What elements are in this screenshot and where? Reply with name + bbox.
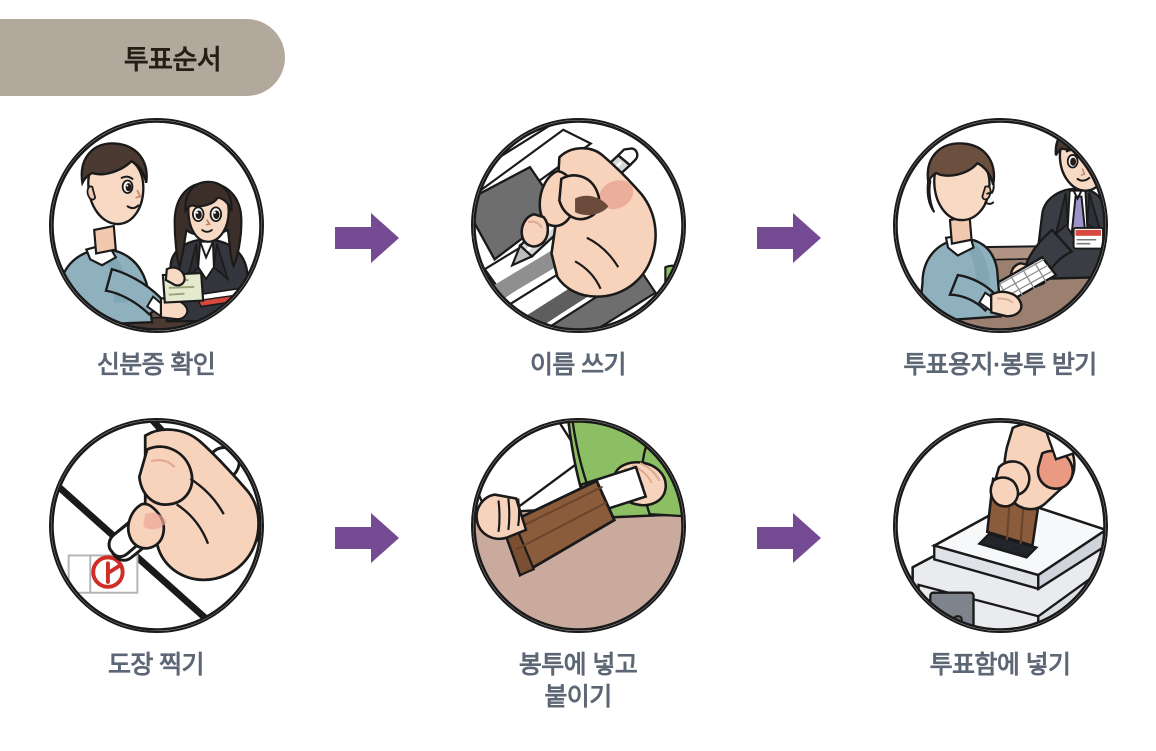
right-arrow-icon (757, 213, 821, 263)
id-check-illustration (48, 118, 264, 333)
arrow-step2-to-step3 (734, 118, 844, 264)
step-4-stamp-ballot: 도장 찍기 (0, 418, 312, 681)
steps-row-top: 신분증 확인 (0, 118, 1156, 418)
step-2-sign-name: 이름 쓰기 (422, 118, 734, 381)
ballot-box-illustration (892, 418, 1108, 633)
step-1-caption: 신분증 확인 (96, 351, 216, 379)
step-5-caption: 봉투에 넣고 붙이기 (518, 651, 638, 711)
step-5-seal-envelope: 봉투에 넣고 붙이기 (422, 418, 734, 713)
step-1-id-check: 신분증 확인 (0, 118, 312, 381)
arrow-step5-to-step6 (734, 418, 844, 564)
page-title: 투표순서 (123, 45, 222, 75)
sign-name-illustration (470, 118, 686, 333)
arrow-step4-to-step5 (312, 418, 422, 564)
step-4-caption: 도장 찍기 (108, 651, 205, 679)
steps-row-bottom: 도장 찍기 (0, 418, 1156, 718)
step-3-caption: 투표용지·봉투 받기 (903, 351, 1097, 379)
voting-steps-grid: 신분증 확인 (0, 118, 1156, 748)
step-2-caption: 이름 쓰기 (530, 351, 627, 379)
header-badge: 투표순서 (0, 19, 285, 96)
arrow-step1-to-step2 (312, 118, 422, 264)
seal-envelope-illustration (470, 418, 686, 633)
right-arrow-icon (335, 213, 399, 263)
stamp-ballot-illustration (48, 418, 264, 633)
step-6-ballot-box: 투표함에 넣기 (844, 418, 1156, 681)
right-arrow-icon (757, 513, 821, 563)
step-6-caption: 투표함에 넣기 (929, 651, 1071, 679)
right-arrow-icon (335, 513, 399, 563)
receive-ballot-illustration (892, 118, 1108, 333)
step-3-receive-ballot: 투표용지·봉투 받기 (844, 118, 1156, 381)
